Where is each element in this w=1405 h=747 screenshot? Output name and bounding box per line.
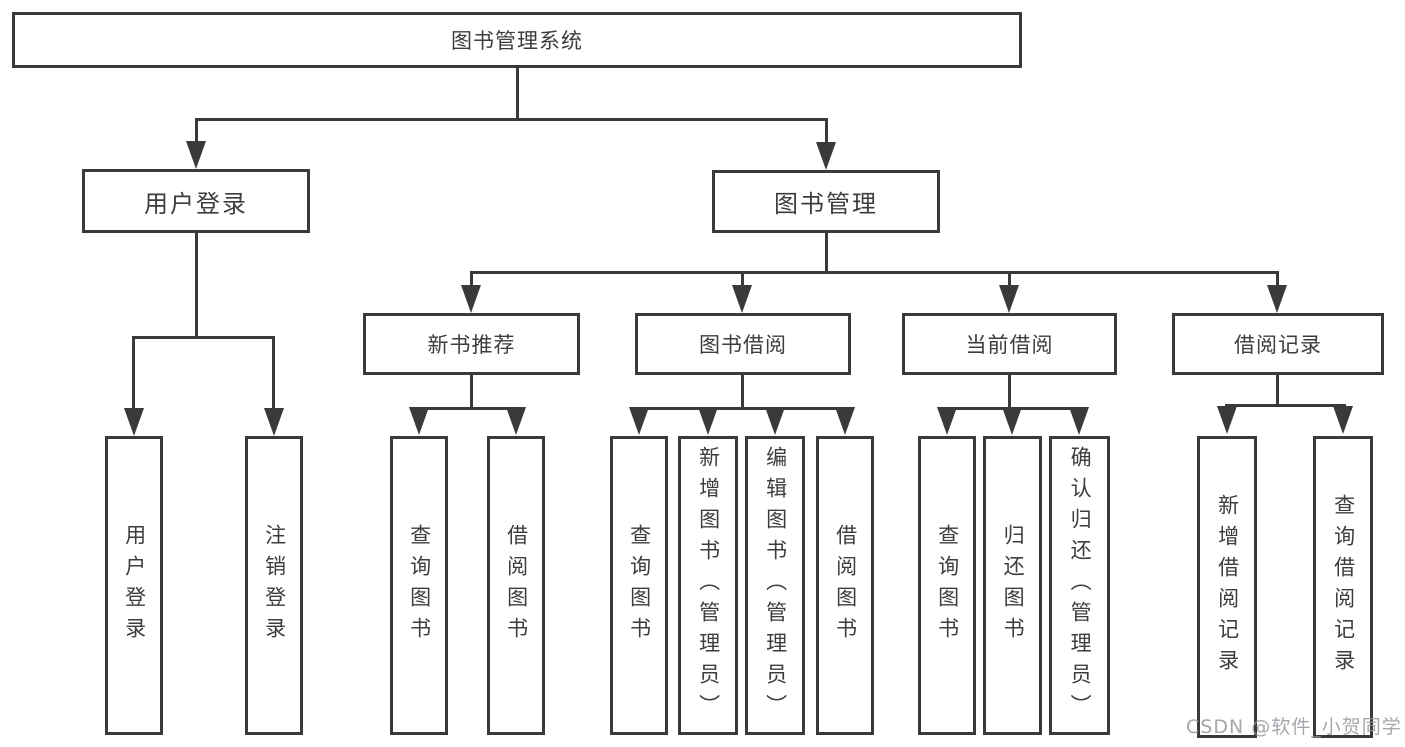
arrowhead-icon xyxy=(264,408,284,436)
connector xyxy=(470,271,1279,274)
node-label: 借阅记录 xyxy=(1234,333,1322,357)
connector xyxy=(1276,271,1279,287)
arrowhead-icon xyxy=(1333,406,1353,434)
connector xyxy=(1276,375,1279,406)
node-new-book-recommend: 新书推荐 xyxy=(363,313,580,375)
node-label: 图书管理系统 xyxy=(451,29,583,53)
leaf-confirm-return-admin: 确认归还（管理员） xyxy=(1049,436,1110,735)
arrowhead-icon xyxy=(816,142,836,170)
leaf-borrow-books-recommend: 借阅图书 xyxy=(487,436,545,735)
node-label: 新书推荐 xyxy=(427,333,516,357)
node-borrowing-records: 借阅记录 xyxy=(1172,313,1384,375)
node-book-management: 图书管理 xyxy=(712,170,940,233)
connector xyxy=(741,375,744,409)
arrowhead-icon xyxy=(629,407,649,435)
leaf-label: 查询图书 xyxy=(627,523,652,648)
connector xyxy=(195,118,198,144)
node-current-borrowing: 当前借阅 xyxy=(902,313,1117,375)
leaf-query-borrow-record: 查询借阅记录 xyxy=(1313,436,1373,738)
arrowhead-icon xyxy=(999,285,1019,313)
node-label: 用户登录 xyxy=(144,189,248,218)
connector xyxy=(195,118,828,121)
connector xyxy=(195,232,198,338)
leaf-label: 用户登录 xyxy=(122,523,147,648)
connector xyxy=(470,271,473,287)
leaf-label: 查询借阅记录 xyxy=(1331,494,1356,680)
connector xyxy=(516,66,519,120)
node-book-borrowing: 图书借阅 xyxy=(635,313,851,375)
leaf-add-borrow-record: 新增借阅记录 xyxy=(1197,436,1257,738)
arrowhead-icon xyxy=(1069,407,1089,435)
arrowhead-icon xyxy=(409,407,429,435)
connector xyxy=(741,271,744,287)
node-library-management-system: 图书管理系统 xyxy=(12,12,1022,68)
arrowhead-icon xyxy=(461,285,481,313)
leaf-label: 确认归还（管理员） xyxy=(1068,446,1093,725)
connector xyxy=(1225,404,1346,407)
leaf-label: 编辑图书（管理员） xyxy=(763,446,788,725)
connector xyxy=(132,336,135,410)
arrowhead-icon xyxy=(765,407,785,435)
leaf-label: 借阅图书 xyxy=(833,523,858,648)
arrowhead-icon xyxy=(186,141,206,169)
connector xyxy=(1008,271,1011,287)
arrowhead-icon xyxy=(124,408,144,436)
arrowhead-icon xyxy=(732,285,752,313)
arrowhead-icon xyxy=(1267,285,1287,313)
leaf-label: 新增借阅记录 xyxy=(1215,494,1240,680)
connector xyxy=(825,118,828,145)
csdn-watermark: CSDN @软件_小贺同学 xyxy=(1186,716,1402,738)
leaf-label: 新增图书（管理员） xyxy=(696,446,721,725)
leaf-query-books-recommend: 查询图书 xyxy=(390,436,448,735)
node-label: 当前借阅 xyxy=(965,333,1054,357)
arrowhead-icon xyxy=(835,407,855,435)
leaf-label: 查询图书 xyxy=(935,523,960,648)
leaf-query-books-borrowing: 查询图书 xyxy=(610,436,668,735)
leaf-label: 归还图书 xyxy=(1001,523,1026,648)
connector xyxy=(470,375,473,409)
leaf-logout-login: 注销登录 xyxy=(245,436,303,735)
leaf-return-books: 归还图书 xyxy=(983,436,1042,735)
leaf-add-book-admin: 新增图书（管理员） xyxy=(678,436,738,735)
arrowhead-icon xyxy=(1002,407,1022,435)
arrowhead-icon xyxy=(1217,406,1237,434)
connector xyxy=(132,336,275,339)
leaf-borrow-books-borrowing: 借阅图书 xyxy=(816,436,874,735)
arrowhead-icon xyxy=(937,407,957,435)
connector xyxy=(637,407,847,410)
connector xyxy=(825,233,828,273)
connector xyxy=(1008,375,1011,409)
leaf-query-books-current: 查询图书 xyxy=(918,436,976,735)
leaf-label: 借阅图书 xyxy=(504,523,529,648)
leaf-label: 注销登录 xyxy=(262,523,287,648)
arrowhead-icon xyxy=(698,407,718,435)
connector xyxy=(417,407,518,410)
node-label: 图书借阅 xyxy=(699,333,787,357)
connector xyxy=(272,336,275,410)
leaf-edit-book-admin: 编辑图书（管理员） xyxy=(745,436,805,735)
leaf-label: 查询图书 xyxy=(407,523,432,648)
leaf-user-login: 用户登录 xyxy=(105,436,163,735)
node-label: 图书管理 xyxy=(774,190,878,218)
node-user-login: 用户登录 xyxy=(82,169,310,233)
arrowhead-icon xyxy=(506,407,526,435)
